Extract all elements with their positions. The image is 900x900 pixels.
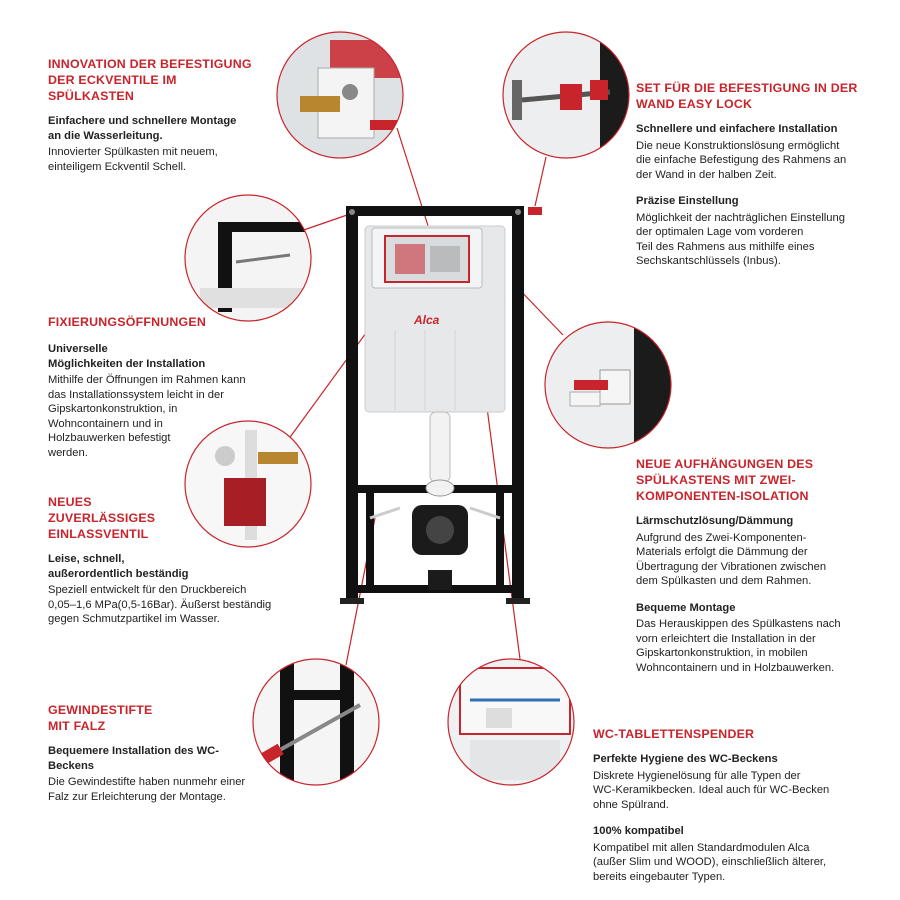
- callout-subheading: Universelle Möglichkeiten der Installati…: [48, 343, 206, 370]
- cistern: Alca: [364, 225, 506, 413]
- callout-subheading: 100% kompatibel: [593, 825, 684, 837]
- callout-text: Möglichkeit der nachträglichen Einstellu…: [636, 211, 845, 268]
- callout-easy-lock: SET FÜR DIE BEFESTIGUNG IN DER WAND EASY…: [636, 80, 896, 281]
- callout-subheading: Bequeme Montage: [636, 601, 736, 614]
- detail-easy-lock: [502, 31, 630, 159]
- flush-pipe: [412, 411, 468, 590]
- callout-text: Die Gewindestifte haben nunmehr einer Fa…: [48, 776, 246, 803]
- callout-subheading: Bequemere Installation des WC- Beckens: [48, 745, 219, 772]
- callout-fixierung: FIXIERUNGSÖFFNUNGEN Universelle Möglichk…: [48, 314, 273, 472]
- brand-logo: Alca: [413, 313, 440, 327]
- detail-einlassventil: [184, 420, 312, 548]
- callout-heading: INNOVATION DER BEFESTIGUNG DER ECKVENTIL…: [48, 57, 252, 103]
- callout-einlassventil: NEUES ZUVERLÄSSIGES EINLASSVENTIL Leise,…: [48, 494, 303, 639]
- detail-aufhaengung: [544, 321, 672, 449]
- callout-text: Kompatibel mit allen Standardmodulen Alc…: [593, 841, 827, 883]
- callout-text: Das Herauskippen des Spülkastens nach vo…: [636, 618, 841, 674]
- callout-tablettenspender: WC-TABLETTENSPENDER Perfekte Hygiene des…: [593, 726, 893, 896]
- callout-subheading: Präzise Einstellung: [636, 195, 739, 207]
- callout-subheading: Schnellere und einfachere Installation: [636, 123, 838, 135]
- callout-heading: GEWINDESTIFTE MIT FALZ: [48, 703, 153, 733]
- callout-gewindestifte: GEWINDESTIFTE MIT FALZ Bequemere Install…: [48, 702, 273, 816]
- detail-gewindestifte: [252, 658, 380, 786]
- callout-subheading: Lärmschutzlösung/Dämmung: [636, 515, 794, 527]
- callout-text: Mithilfe der Öffnungen im Rahmen kann da…: [48, 374, 246, 459]
- callout-text: Die neue Konstruktionslösung ermöglicht …: [636, 139, 847, 181]
- callout-text: Diskrete Hygienelösung für alle Typen de…: [593, 769, 830, 811]
- callout-text: Innovierter Spülkasten mit neuem, eintei…: [48, 146, 218, 173]
- callout-heading: WC-TABLETTENSPENDER: [593, 727, 755, 741]
- callout-heading: SET FÜR DIE BEFESTIGUNG IN DER WAND EASY…: [636, 81, 858, 111]
- callout-heading: NEUES ZUVERLÄSSIGES EINLASSVENTIL: [48, 495, 156, 541]
- detail-tablettenspender: [447, 658, 575, 786]
- detail-fixierung: [184, 194, 312, 322]
- callout-eckventil: INNOVATION DER BEFESTIGUNG DER ECKVENTIL…: [48, 56, 270, 186]
- callout-aufhaengung: NEUE AUFHÄNGUNGEN DES SPÜLKASTENS MIT ZW…: [636, 456, 896, 687]
- callout-subheading: Einfachere und schnellere Montage an die…: [48, 115, 237, 142]
- callout-heading: NEUE AUFHÄNGUNGEN DES SPÜLKASTENS MIT ZW…: [636, 457, 814, 503]
- callout-text: Aufgrund des Zwei-Komponenten- Materials…: [636, 531, 827, 588]
- callout-text: Speziell entwickelt für den Druckbereich…: [48, 584, 272, 625]
- callout-subheading: Leise, schnell, außerordentlich beständi…: [48, 553, 189, 580]
- detail-eckventil: [276, 31, 404, 159]
- callout-heading: FIXIERUNGSÖFFNUNGEN: [48, 315, 206, 329]
- callout-subheading: Perfekte Hygiene des WC-Beckens: [593, 753, 778, 765]
